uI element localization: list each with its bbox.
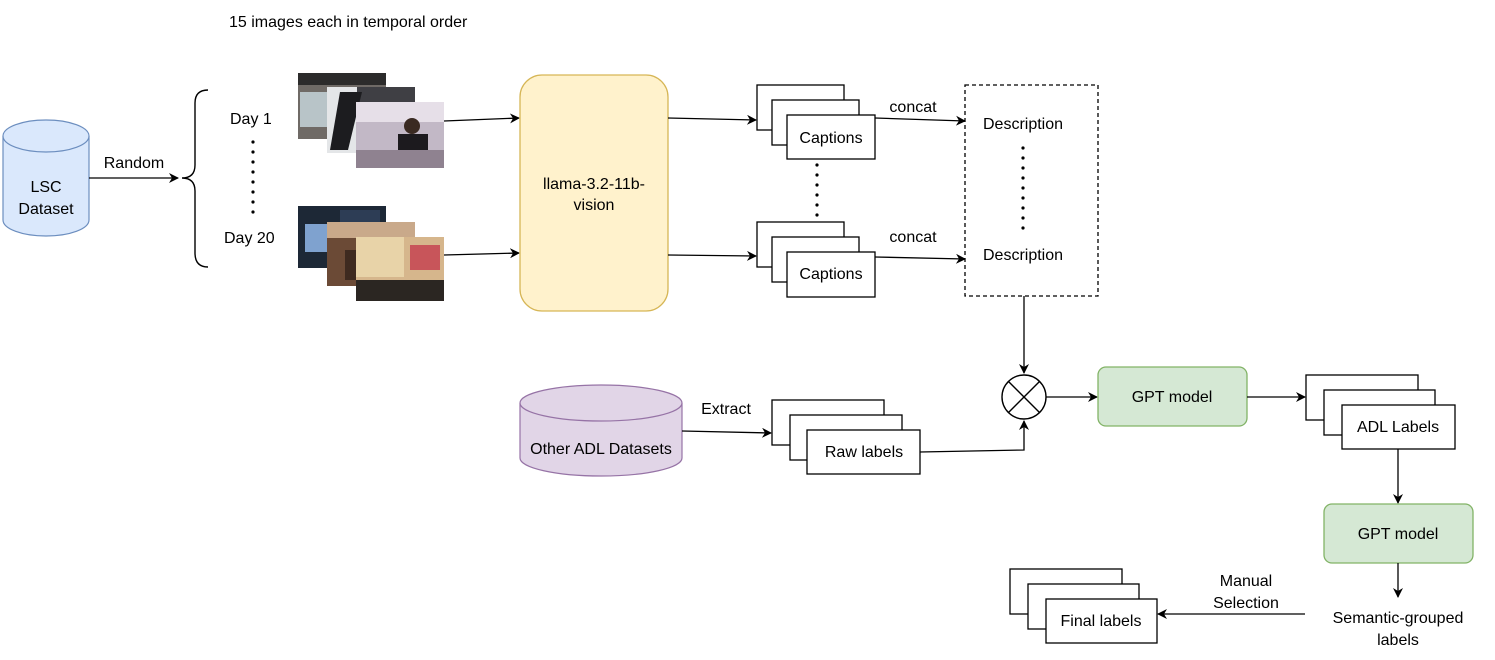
other-cylinder-top xyxy=(519,384,683,422)
random-label: Random xyxy=(104,155,164,172)
adl-labels-stack: ADL Labels xyxy=(1305,374,1456,450)
lsc-label-line1: LSC xyxy=(30,179,61,196)
semantic-label-line2: labels xyxy=(1377,632,1419,649)
description-ellipsis xyxy=(1021,146,1025,230)
model-label-line1: llama-3.2-11b- xyxy=(543,176,645,193)
concat-top-label: concat xyxy=(889,99,937,116)
lsc-label-line2: Dataset xyxy=(18,201,74,218)
raw-labels-label: Raw labels xyxy=(825,444,903,461)
arrow-extract xyxy=(681,427,772,438)
arrow-model-to-captions-top xyxy=(667,114,757,125)
lsc-cylinder-body xyxy=(2,136,90,237)
captions-ellipsis xyxy=(815,163,819,217)
arrow-concat-bottom xyxy=(874,253,966,264)
arrow-concat-top xyxy=(874,115,966,126)
arrow-day1-to-model xyxy=(443,113,520,124)
manual-label-line2: Selection xyxy=(1213,595,1279,612)
description-bottom-label: Description xyxy=(983,247,1063,264)
day20-photo-front xyxy=(356,237,444,301)
extract-label: Extract xyxy=(701,401,751,418)
semantic-label-line1: Semantic-grouped xyxy=(1333,610,1464,627)
captions-top-label: Captions xyxy=(799,130,862,147)
description-top-label: Description xyxy=(983,116,1063,133)
raw-labels-stack: Raw labels xyxy=(771,399,921,475)
arrow-raw-to-combine xyxy=(919,420,1029,453)
arrow-day20-to-model xyxy=(443,248,520,259)
gpt1-label: GPT model xyxy=(1132,389,1213,406)
other-cylinder-body xyxy=(519,403,683,477)
day-brace xyxy=(181,89,209,268)
final-labels-stack: Final labels xyxy=(1009,568,1158,644)
header-note: 15 images each in temporal order xyxy=(229,14,468,31)
day1-image-stack xyxy=(298,73,444,168)
day20-image-stack xyxy=(298,206,444,301)
day1-photo-front xyxy=(356,102,444,168)
llama-model-box xyxy=(519,74,669,312)
day-last-label: Day 20 xyxy=(224,230,275,247)
other-datasets-label: Other ADL Datasets xyxy=(530,441,672,458)
adl-labels-label: ADL Labels xyxy=(1357,419,1439,436)
combine-operator-icon xyxy=(1001,374,1047,420)
description-box xyxy=(964,84,1099,297)
model-label-line2: vision xyxy=(574,197,615,214)
day-first-label: Day 1 xyxy=(230,111,272,128)
other-adl-datasets-cylinder: Other ADL Datasets xyxy=(519,384,683,477)
captions-stack-bottom: Captions xyxy=(756,221,876,298)
day-ellipsis xyxy=(251,140,255,214)
final-labels-label: Final labels xyxy=(1061,613,1142,630)
manual-label-line1: Manual xyxy=(1220,573,1272,590)
concat-bottom-label: concat xyxy=(889,229,937,246)
captions-bottom-label: Captions xyxy=(799,266,862,283)
lsc-dataset-cylinder: LSC Dataset xyxy=(2,119,90,237)
gpt2-label: GPT model xyxy=(1358,526,1439,543)
lsc-cylinder-top xyxy=(2,119,90,153)
captions-stack-top: Captions xyxy=(756,84,876,160)
arrow-model-to-captions-bottom xyxy=(667,250,757,261)
